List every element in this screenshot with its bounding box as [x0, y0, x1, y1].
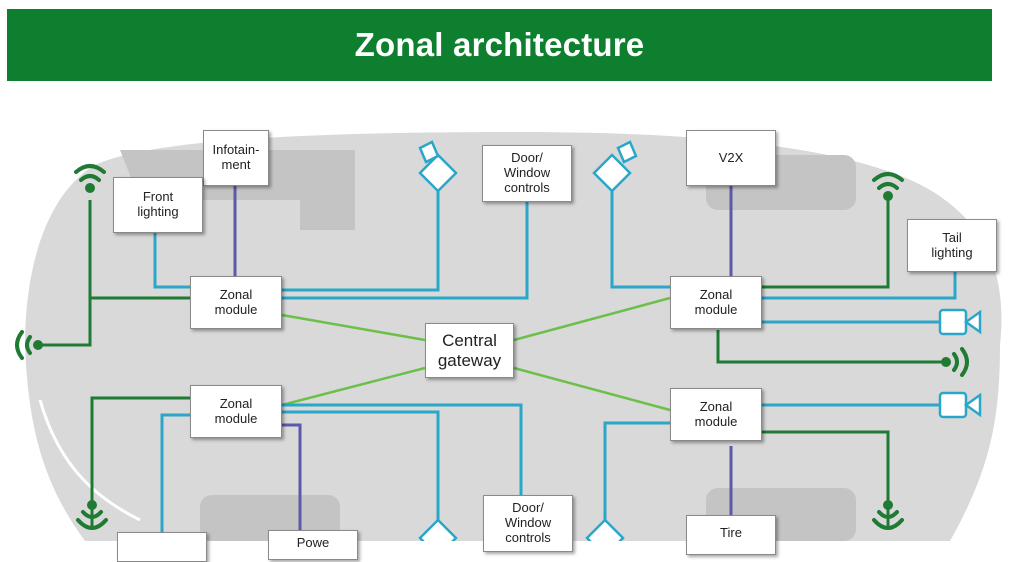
- zonal-module-bottom-right: Zonal module: [670, 388, 762, 441]
- central-gateway-box: Central gateway: [425, 323, 514, 378]
- wifi-antenna-icon: [872, 500, 904, 530]
- wifi-antenna-icon: [76, 500, 108, 530]
- camera-icon: [938, 308, 982, 336]
- data-lines: [153, 185, 957, 541]
- camera-icon: [592, 140, 638, 193]
- zonal-module-top-left: Zonal module: [190, 276, 282, 329]
- front-window-bottom: [200, 495, 340, 541]
- sensor-lines: [233, 185, 733, 541]
- power-box: Powe: [268, 530, 358, 560]
- gateway-links: [281, 296, 671, 412]
- front-lighting-box: Front lighting: [113, 177, 203, 233]
- tail-lighting-box: Tail lighting: [907, 219, 997, 272]
- radio-wave-icon: [15, 330, 43, 360]
- partial-box-bottom-left: [117, 532, 207, 562]
- front-window-top: [120, 150, 355, 230]
- tire-box: Tire: [686, 515, 776, 555]
- door-window-controls-bottom-box: Door/ Window controls: [483, 495, 573, 552]
- camera-icon: [418, 518, 458, 541]
- v2x-box: V2X: [686, 130, 776, 186]
- camera-icon: [418, 140, 458, 193]
- camera-icon: [938, 391, 982, 419]
- radio-wave-icon: [941, 347, 969, 377]
- title-banner: Zonal architecture: [7, 9, 992, 81]
- power-lines: [40, 200, 942, 527]
- wifi-antenna-icon: [74, 164, 106, 193]
- architecture-diagram: [15, 132, 1002, 541]
- zonal-module-top-right: Zonal module: [670, 276, 762, 329]
- page-title: Zonal architecture: [354, 26, 645, 63]
- door-window-controls-top-box: Door/ Window controls: [482, 145, 572, 202]
- front-bumper: [38, 399, 141, 522]
- infotainment-box: Infotain- ment: [203, 130, 269, 186]
- wifi-antenna-icon: [872, 172, 904, 201]
- zonal-module-bottom-left: Zonal module: [190, 385, 282, 438]
- camera-icon: [585, 518, 625, 541]
